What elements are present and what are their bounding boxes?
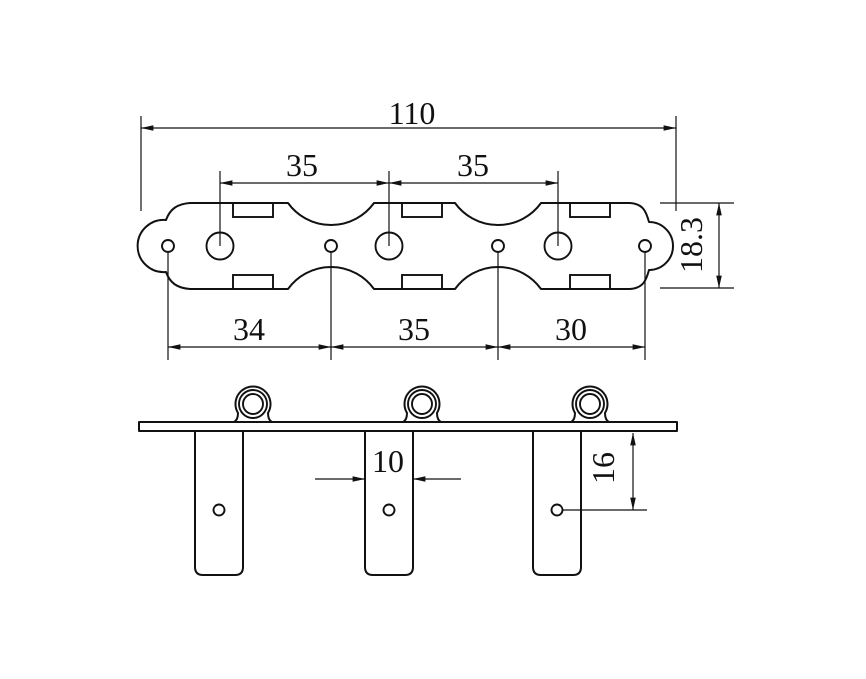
dim-label-hole-pitch-right: 30 (555, 311, 587, 347)
tab-contour (364, 430, 414, 576)
top-view: 110 35 35 18.3 34 (136, 95, 734, 360)
dim-label-hole-pitch-left: 34 (233, 311, 265, 347)
post-ring-outer (407, 389, 437, 419)
post-ring-inner (579, 393, 601, 415)
plate-slot-top-3 (569, 202, 611, 218)
post-ring-outer (575, 389, 605, 419)
dim-post-spacing: 35 35 (219, 147, 559, 246)
dim-plate-height: 18.3 (660, 202, 734, 289)
post-ring-inner (411, 393, 433, 415)
plate-slot-bottom-3 (569, 274, 611, 290)
post-contour (570, 385, 610, 423)
plate-slot-top-2 (401, 202, 443, 218)
dim-label-post-spacing-left: 35 (286, 147, 318, 183)
plate-slot-bottom-2 (401, 274, 443, 290)
screw-hole-1 (161, 239, 175, 253)
tab-contour (532, 430, 582, 576)
dim-label-overall-width: 110 (389, 95, 436, 131)
mounting-tab-3 (532, 430, 582, 576)
side-view: 10 16 (138, 385, 678, 576)
tab-hole (382, 503, 396, 517)
string-post-2 (402, 385, 442, 423)
tab-contour (194, 430, 244, 576)
dim-label-hole-pitch-center: 35 (398, 311, 430, 347)
dim-hole-pitch: 34 35 30 (167, 252, 646, 360)
mounting-tab-2 (364, 430, 414, 576)
string-post-1 (233, 385, 273, 423)
mounting-tab-1 (194, 430, 244, 576)
plate-slot-top-1 (232, 202, 274, 218)
dim-label-tab-hole-offset: 16 (585, 452, 621, 484)
dim-label-post-spacing-right: 35 (457, 147, 489, 183)
dim-overall-width: 110 (140, 95, 677, 211)
post-ring-outer (238, 389, 268, 419)
dim-tab-hole-offset: 16 (562, 432, 647, 511)
screw-hole-4 (638, 239, 652, 253)
tab-hole (550, 503, 564, 517)
screw-hole-3 (491, 239, 505, 253)
string-post-3 (570, 385, 610, 423)
post-contour (233, 385, 273, 423)
dim-label-tab-width: 10 (372, 443, 404, 479)
post-contour (402, 385, 442, 423)
plate-bar (138, 421, 678, 432)
post-ring-inner (242, 393, 264, 415)
plate-slot-bottom-1 (232, 274, 274, 290)
screw-hole-2 (324, 239, 338, 253)
plate-outline (136, 202, 674, 290)
tab-hole (212, 503, 226, 517)
dim-label-plate-height: 18.3 (673, 217, 709, 273)
dim-tab-width: 10 (315, 443, 461, 482)
